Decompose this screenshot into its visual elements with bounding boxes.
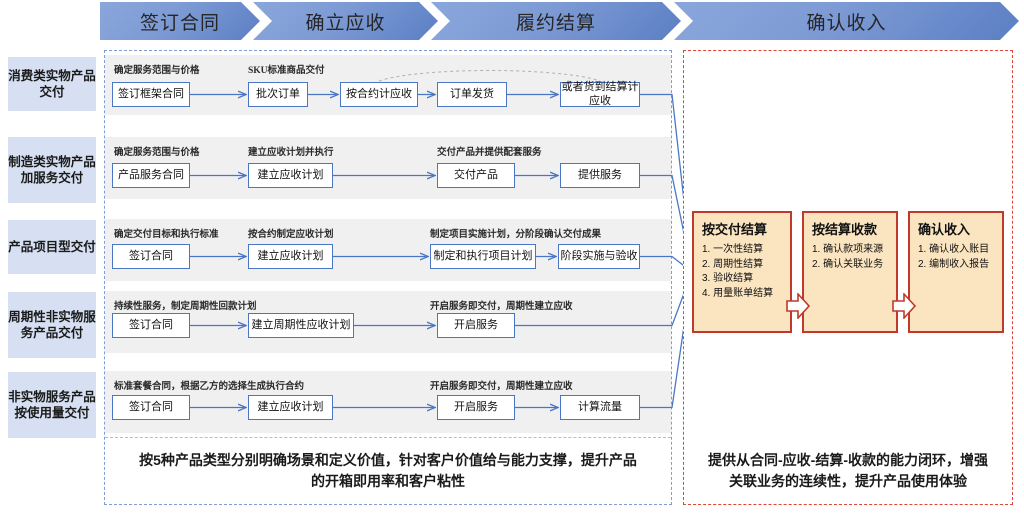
revenue-box-2[interactable]: 按结算收款 1. 确认款项来源 2. 确认关联业务 <box>802 211 898 333</box>
process-node-label: 建立应收计划 <box>257 400 324 413</box>
process-node-r3-1[interactable]: 签订合同 <box>112 244 190 269</box>
row-5-caption-2: 开启服务即交付，周期性建立应收 <box>430 382 573 392</box>
category-chip-label: 周期性非实物服务产品交付 <box>8 309 96 341</box>
row-3-caption-1: 确定交付目标和执行标准 <box>114 230 219 240</box>
revenue-box-item-list: 1. 确认款项来源 2. 确认关联业务 <box>812 243 883 272</box>
process-node-label: 建立应收计划 <box>257 168 324 181</box>
process-node-label: 批次订单 <box>256 87 300 100</box>
process-node-label: 签订合同 <box>129 400 173 413</box>
revenue-box-item: 2. 确认关联业务 <box>812 258 884 270</box>
process-node-r3-3[interactable]: 制定和执行项目计划 <box>430 244 536 269</box>
category-chip-1[interactable]: 消费类实物产品交付 <box>8 57 96 111</box>
row-1-caption-2: SKU标准商品交付 <box>248 66 325 76</box>
category-chip-4[interactable]: 周期性非实物服务产品交付 <box>8 292 96 358</box>
category-chip-label: 非实物服务产品按使用量交付 <box>8 389 96 421</box>
left-footer-text: 按5种产品类型分别明确场景和定义价值，针对客户价值给与能力支撑，提升产品的开箱即… <box>139 452 637 489</box>
right-footer-text: 提供从合同-应收-结算-收款的能力闭环，增强关联业务的连续性，提升产品使用体验 <box>708 452 988 489</box>
process-node-r3-4[interactable]: 阶段实施与验收 <box>558 244 640 269</box>
row-3-caption-3: 制定项目实施计划，分阶段确认交付成果 <box>430 230 602 240</box>
row-2-caption-3: 交付产品并提供配套服务 <box>437 148 542 158</box>
category-chip-label: 消费类实物产品交付 <box>8 68 96 100</box>
category-chip-label: 制造类实物产品加服务交付 <box>8 154 96 186</box>
process-node-r1-2[interactable]: 批次订单 <box>248 82 308 107</box>
process-node-r2-3[interactable]: 交付产品 <box>437 163 515 188</box>
process-node-r2-4[interactable]: 提供服务 <box>560 163 640 188</box>
phase-chevron-2: 确立应收 <box>253 2 438 40</box>
revenue-box-item: 1. 确认收入账目 <box>918 244 990 255</box>
process-node-label: 建立周期性应收计划 <box>251 318 351 331</box>
row-3-caption-2: 按合约制定应收计划 <box>248 230 334 240</box>
process-node-label: 签订合同 <box>129 318 173 331</box>
process-node-label: 按合约计应收 <box>346 87 412 100</box>
process-node-r4-1[interactable]: 签订合同 <box>112 313 190 338</box>
phase-header: 签订合同 确立应收 履约结算 确认收入 <box>0 0 1024 42</box>
process-node-r5-1[interactable]: 签订合同 <box>112 395 190 420</box>
process-node-r3-2[interactable]: 建立应收计划 <box>248 244 333 269</box>
revenue-box-item: 1. 确认款项来源 <box>812 244 884 255</box>
process-node-r5-4[interactable]: 计算流量 <box>560 395 640 420</box>
process-node-r5-3[interactable]: 开启服务 <box>437 395 515 420</box>
process-node-label: 订单发货 <box>450 87 494 100</box>
category-chip-3[interactable]: 产品项目型交付 <box>8 220 96 274</box>
row-2-caption-2: 建立应收计划并执行 <box>248 148 334 158</box>
phase-chevron-3: 履约结算 <box>431 2 681 40</box>
revenue-box-1[interactable]: 按交付结算 1. 一次性结算 2. 周期性结算 3. 验收结算 4. 用量账单结算 <box>692 211 792 333</box>
revenue-box-title: 按结算收款 <box>812 222 878 237</box>
category-chip-2[interactable]: 制造类实物产品加服务交付 <box>8 137 96 203</box>
process-node-label: 阶段实施与验收 <box>560 249 638 262</box>
revenue-box-title: 按交付结算 <box>702 222 768 237</box>
revenue-box-item-list: 1. 一次性结算 2. 周期性结算 3. 验收结算 4. 用量账单结算 <box>702 243 773 301</box>
row-2-caption-1: 确定服务范围与价格 <box>114 148 200 158</box>
revenue-box-item-list: 1. 确认收入账目 2. 编制收入报告 <box>918 243 989 272</box>
category-chip-label: 产品项目型交付 <box>8 239 96 254</box>
process-node-r2-1[interactable]: 产品服务合同 <box>112 163 190 188</box>
revenue-box-item: 2. 周期性结算 <box>702 258 764 270</box>
process-node-label: 或者货到结算计应收 <box>561 80 639 107</box>
phase-chevron-4: 确认收入 <box>674 2 1019 40</box>
process-node-label: 交付产品 <box>454 168 498 181</box>
revenue-box-item: 3. 验收结算 <box>702 273 754 284</box>
row-5-caption-1: 标准套餐合同，根据乙方的选择生成执行合约 <box>114 382 305 392</box>
left-footer-divider <box>105 437 671 438</box>
process-node-label: 提供服务 <box>578 168 622 181</box>
process-node-label: 制定和执行项目计划 <box>433 249 533 262</box>
process-node-r4-3[interactable]: 开启服务 <box>437 313 515 338</box>
process-node-r1-1[interactable]: 签订框架合同 <box>112 82 190 107</box>
row-4-caption-2: 开启服务即交付，周期性建立应收 <box>430 302 573 312</box>
process-node-label: 建立应收计划 <box>257 249 324 262</box>
revenue-box-title: 确认收入 <box>918 222 971 237</box>
revenue-box-item: 1. 一次性结算 <box>702 244 764 255</box>
phase-chevron-label: 签订合同 <box>139 12 220 34</box>
process-node-label: 开启服务 <box>454 318 498 331</box>
process-node-r1-4[interactable]: 订单发货 <box>437 82 507 107</box>
row-1-caption-1: 确定服务范围与价格 <box>114 66 200 76</box>
process-node-label: 签订框架合同 <box>118 87 184 100</box>
revenue-box-3[interactable]: 确认收入 1. 确认收入账目 2. 编制收入报告 <box>908 211 1004 333</box>
red-flow-arrow-2 <box>892 291 917 321</box>
phase-chevron-label: 确认收入 <box>806 12 887 34</box>
process-node-label: 产品服务合同 <box>118 168 184 181</box>
category-chip-5[interactable]: 非实物服务产品按使用量交付 <box>8 372 96 438</box>
process-node-r4-2[interactable]: 建立周期性应收计划 <box>248 313 354 338</box>
revenue-box-item: 4. 用量账单结算 <box>702 287 774 299</box>
row-4-caption-1: 持续性服务，制定周期性回款计划 <box>114 302 257 312</box>
revenue-box-item: 2. 编制收入报告 <box>918 258 990 270</box>
process-node-r2-2[interactable]: 建立应收计划 <box>248 163 333 188</box>
process-node-r5-2[interactable]: 建立应收计划 <box>248 395 333 420</box>
process-node-label: 计算流量 <box>578 400 622 413</box>
phase-chevron-label: 履约结算 <box>515 12 596 34</box>
process-node-r1-5[interactable]: 或者货到结算计应收 <box>560 80 640 107</box>
process-node-label: 开启服务 <box>454 400 498 413</box>
phase-chevron-label: 确立应收 <box>305 12 386 34</box>
phase-chevron-1: 签订合同 <box>100 2 260 40</box>
red-flow-arrow-1 <box>786 291 811 321</box>
process-node-r1-3[interactable]: 按合约计应收 <box>340 82 418 107</box>
process-node-label: 签订合同 <box>129 249 173 262</box>
